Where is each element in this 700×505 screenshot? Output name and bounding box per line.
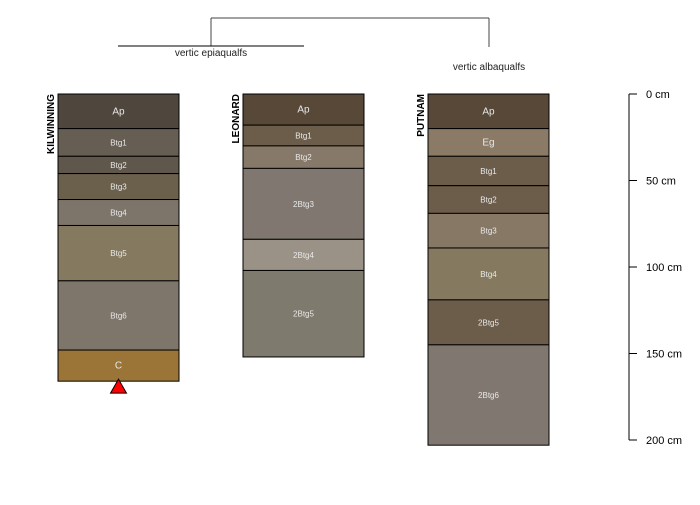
horizon-label: Btg3 xyxy=(480,227,497,236)
horizon xyxy=(242,238,365,271)
horizon xyxy=(57,173,180,201)
horizon-label: Btg1 xyxy=(295,132,312,141)
horizon xyxy=(242,269,365,358)
horizon-label: 2Btg3 xyxy=(293,200,314,209)
horizon-label: Eg xyxy=(482,137,494,148)
depth-tick-label: 200 cm xyxy=(646,435,682,447)
horizon-label: Btg3 xyxy=(110,183,127,192)
bottom-marker-triangle xyxy=(109,378,128,394)
depth-tick-label: 50 cm xyxy=(646,176,676,188)
profile-name: LEONARD xyxy=(231,94,242,143)
horizon-label: 2Btg6 xyxy=(478,391,499,400)
dendrogram: vertic epiaqualfs vertic albaqualfs xyxy=(118,17,525,73)
horizon-label: Btg2 xyxy=(295,153,312,162)
horizon xyxy=(427,247,550,301)
horizon-label: 2Btg5 xyxy=(293,310,314,319)
horizon xyxy=(427,185,550,214)
horizon-label: Ap xyxy=(112,106,125,117)
depth-tick-label: 100 cm xyxy=(646,262,682,274)
horizon-label: 2Btg5 xyxy=(478,318,499,327)
horizon-label: Btg2 xyxy=(110,161,127,170)
horizon xyxy=(57,224,180,282)
horizon xyxy=(427,93,550,130)
horizon xyxy=(427,128,550,157)
horizon xyxy=(427,155,550,187)
profile-name: PUTNAM xyxy=(416,94,427,137)
depth-axis: 0 cm 50 cm 100 cm 150 cm 200 cm xyxy=(628,89,682,447)
horizon-label: Btg5 xyxy=(110,249,127,258)
horizon-label: Btg4 xyxy=(480,270,497,279)
horizon-label: Btg6 xyxy=(110,311,127,320)
horizon-label: Btg1 xyxy=(110,138,127,147)
horizon-label: Ap xyxy=(482,106,495,117)
horizon xyxy=(242,167,365,240)
dendrogram-right-label: vertic albaqualfs xyxy=(453,62,525,73)
horizon xyxy=(427,299,550,346)
depth-tick-label: 0 cm xyxy=(646,89,670,101)
horizon-label: 2Btg4 xyxy=(293,251,314,260)
dendrogram-left-label: vertic epiaqualfs xyxy=(175,48,247,59)
horizon xyxy=(57,349,180,382)
horizon-label: C xyxy=(115,361,122,372)
horizon-label: Btg2 xyxy=(480,196,497,205)
depth-tick-label: 150 cm xyxy=(646,349,682,361)
horizon xyxy=(57,93,180,130)
horizon xyxy=(242,93,365,126)
horizon-label: Btg4 xyxy=(110,209,127,218)
horizon-label: Ap xyxy=(297,105,310,116)
profile-name: KILWINNING xyxy=(46,94,57,154)
horizon xyxy=(57,199,180,226)
horizon xyxy=(57,280,180,351)
horizon-label: Btg1 xyxy=(480,167,497,176)
horizon xyxy=(427,344,550,446)
